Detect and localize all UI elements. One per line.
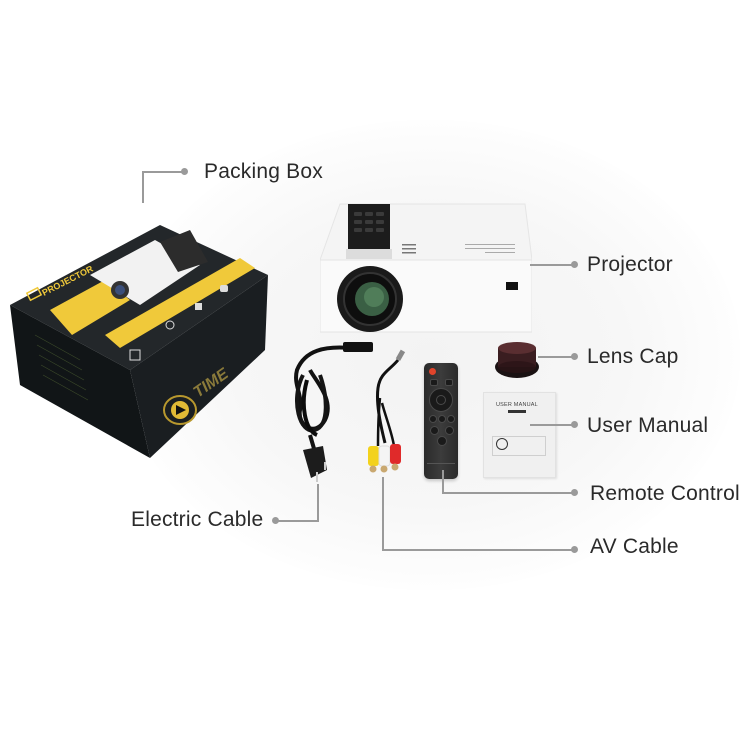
lens-cap-icon — [495, 342, 539, 378]
remote-ok-button-icon — [436, 395, 446, 405]
label-user-manual: User Manual — [587, 414, 709, 437]
lens-cap-image — [492, 340, 542, 380]
remote-button-icon — [447, 415, 455, 423]
lens-cap-connector — [538, 356, 574, 358]
remote-control-connector-dot — [571, 489, 578, 496]
remote-control-image — [424, 363, 458, 479]
packing-box-connector-vertical — [142, 171, 144, 203]
remote-button-icon — [430, 379, 438, 386]
packing-box-connector-dot — [181, 168, 188, 175]
label-av-cable: AV Cable — [590, 535, 679, 558]
user-manual-connector-dot — [571, 421, 578, 428]
user-manual-title: USER MANUAL — [496, 402, 538, 408]
remote-button-icon — [437, 436, 447, 446]
remote-bottom-divider — [427, 463, 455, 464]
remote-button-icon — [438, 415, 446, 423]
av-cable-image — [360, 348, 410, 478]
remote-power-button-icon — [429, 368, 436, 375]
label-electric-cable: Electric Cable — [131, 508, 264, 531]
user-manual-connector — [530, 424, 574, 426]
electric-cable-icon — [294, 342, 373, 482]
remote-button-icon — [430, 426, 439, 435]
remote-button-icon — [445, 426, 454, 435]
av-cable-connector-horizontal — [382, 549, 574, 551]
packing-box-connector-horizontal — [142, 171, 184, 173]
user-manual-ring-icon — [496, 438, 508, 450]
projector-connector-dot — [571, 261, 578, 268]
projector-connector — [530, 264, 574, 266]
label-projector: Projector — [587, 253, 673, 276]
user-manual-image: USER MANUAL — [483, 392, 556, 478]
packing-box-image: PROJECTOR TIME — [10, 200, 280, 460]
electric-cable-connector-dot — [272, 517, 279, 524]
remote-button-icon — [445, 379, 453, 386]
remote-control-connector-horizontal — [442, 492, 574, 494]
electric-cable-connector-horizontal — [276, 520, 319, 522]
label-lens-cap: Lens Cap — [587, 345, 679, 368]
remote-button-icon — [429, 415, 437, 423]
user-manual-panel — [492, 436, 546, 456]
user-manual-tag — [508, 410, 526, 413]
lens-cap-connector-dot — [571, 353, 578, 360]
av-cable-icon — [368, 349, 406, 473]
electric-cable-connector-vertical — [317, 484, 319, 522]
av-cable-connector-dot — [571, 546, 578, 553]
projector-icon — [319, 203, 533, 333]
electric-cable-image — [285, 340, 380, 490]
av-cable-connector-vertical — [382, 477, 384, 551]
label-packing-box: Packing Box — [204, 160, 323, 183]
label-remote-control: Remote Control — [590, 482, 740, 505]
projector-image — [319, 198, 533, 333]
remote-control-connector-vertical — [442, 470, 444, 494]
packing-box-icon: PROJECTOR TIME — [10, 225, 268, 458]
